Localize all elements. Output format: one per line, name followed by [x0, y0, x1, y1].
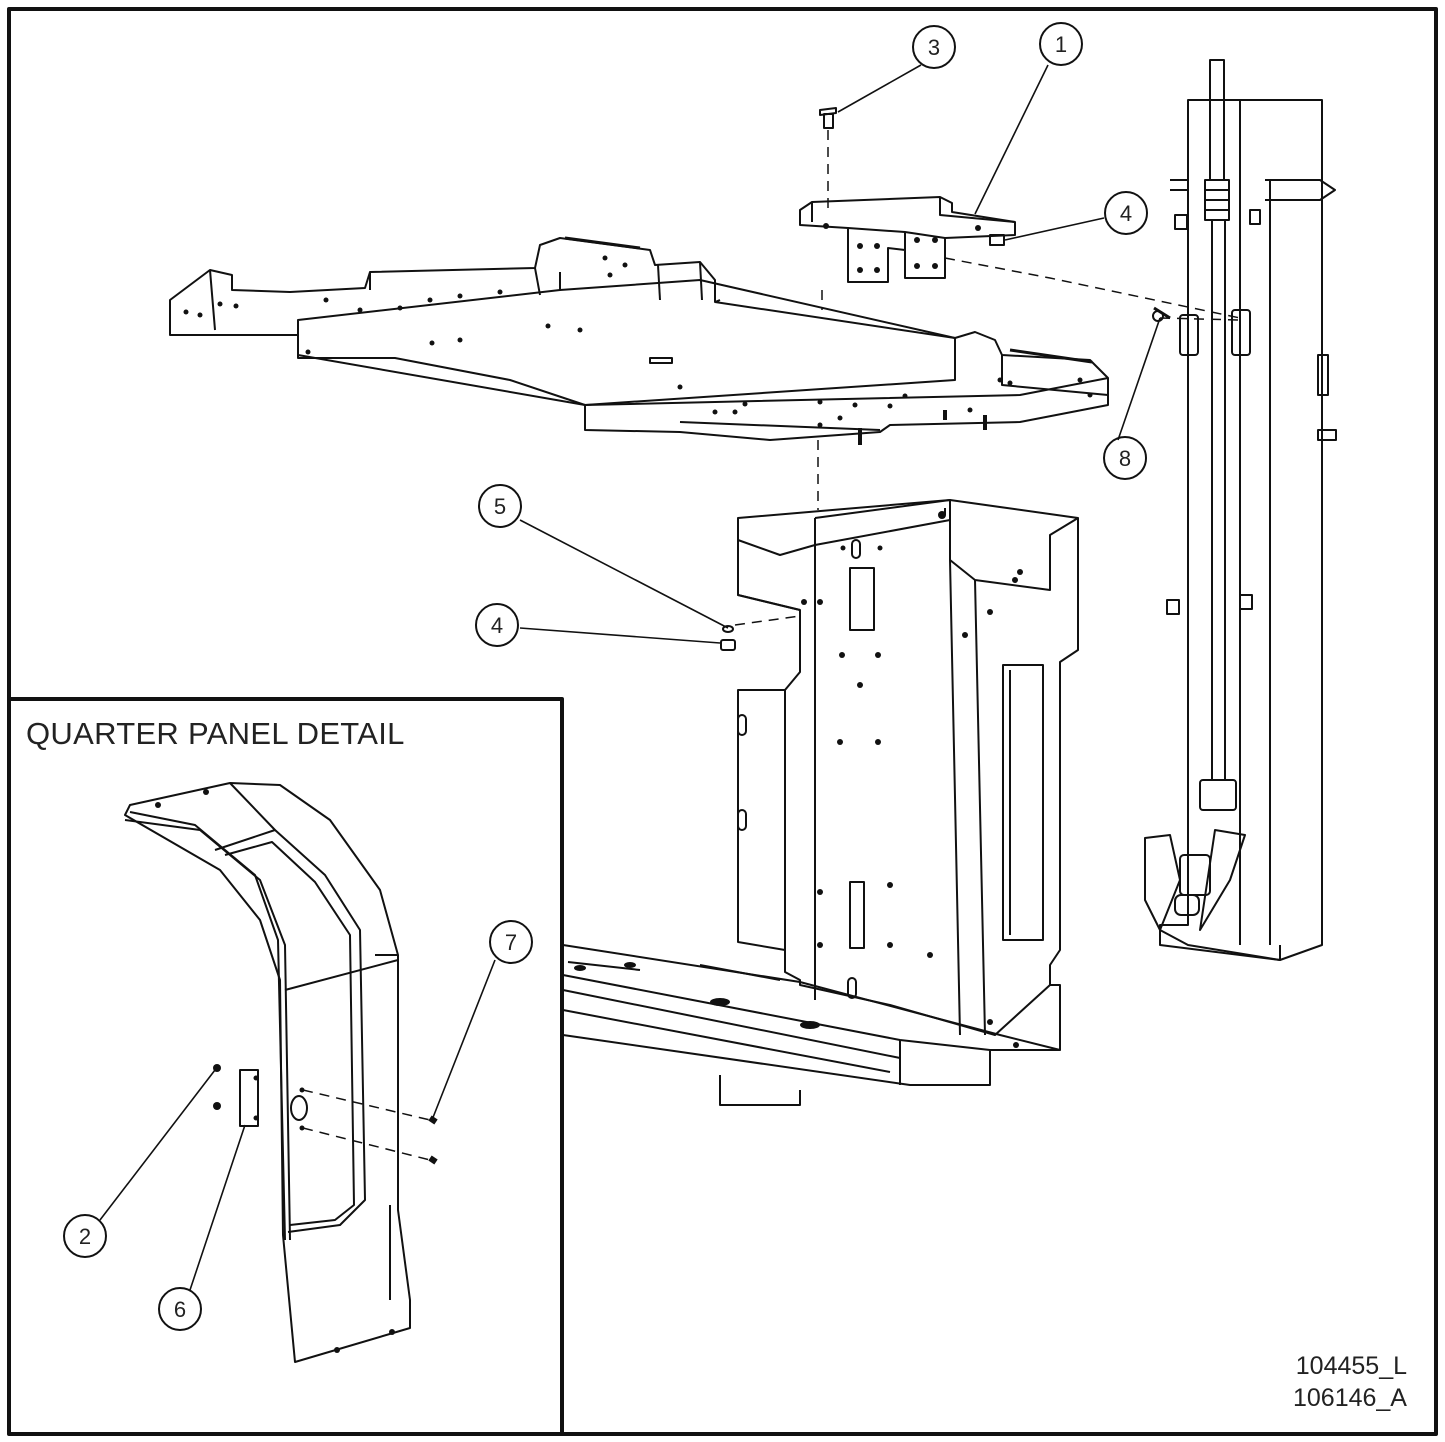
callout-7-label: 7: [505, 930, 517, 955]
drawing-number-2: 106146_A: [1292, 1384, 1407, 1412]
callout-4-lower-label: 4: [491, 613, 503, 638]
screw-3: [819, 107, 837, 129]
leader-lines: [99, 64, 1161, 1291]
callout-6-label: 6: [174, 1297, 186, 1322]
callout-4-lower: [475, 603, 519, 647]
quarter-panel: [124, 782, 438, 1363]
main-housing: [737, 499, 1079, 1048]
callouts: [63, 22, 1148, 1331]
assembly-lines: [734, 130, 1241, 626]
callout-4-upper-label: 4: [1120, 201, 1132, 226]
callout-8-label: 8: [1119, 446, 1131, 471]
detail-title: QUARTER PANEL DETAIL: [26, 716, 405, 751]
nut-washer: [720, 625, 736, 651]
callout-3-label: 3: [928, 35, 940, 60]
callout-7: [489, 920, 533, 964]
base-rails: [562, 944, 1061, 1106]
callout-2: [63, 1214, 107, 1258]
callout-2-label: 2: [79, 1224, 91, 1249]
drawing-number-1: 104455_L: [1295, 1352, 1407, 1380]
callout-3: [912, 25, 956, 69]
outer-border: [7, 7, 1438, 1436]
callout-5-label: 5: [494, 494, 506, 519]
callout-5: [478, 484, 522, 528]
tall-column: [1144, 59, 1337, 961]
callout-8: [1103, 436, 1147, 480]
callout-1-label: 1: [1055, 32, 1067, 57]
mount-bracket: [799, 196, 1016, 283]
tray-assembly: [169, 236, 1109, 445]
callout-4-upper: [1104, 191, 1148, 235]
callout-6: [158, 1287, 202, 1331]
callout-1: [1039, 22, 1083, 66]
detail-frame: [9, 697, 564, 1434]
